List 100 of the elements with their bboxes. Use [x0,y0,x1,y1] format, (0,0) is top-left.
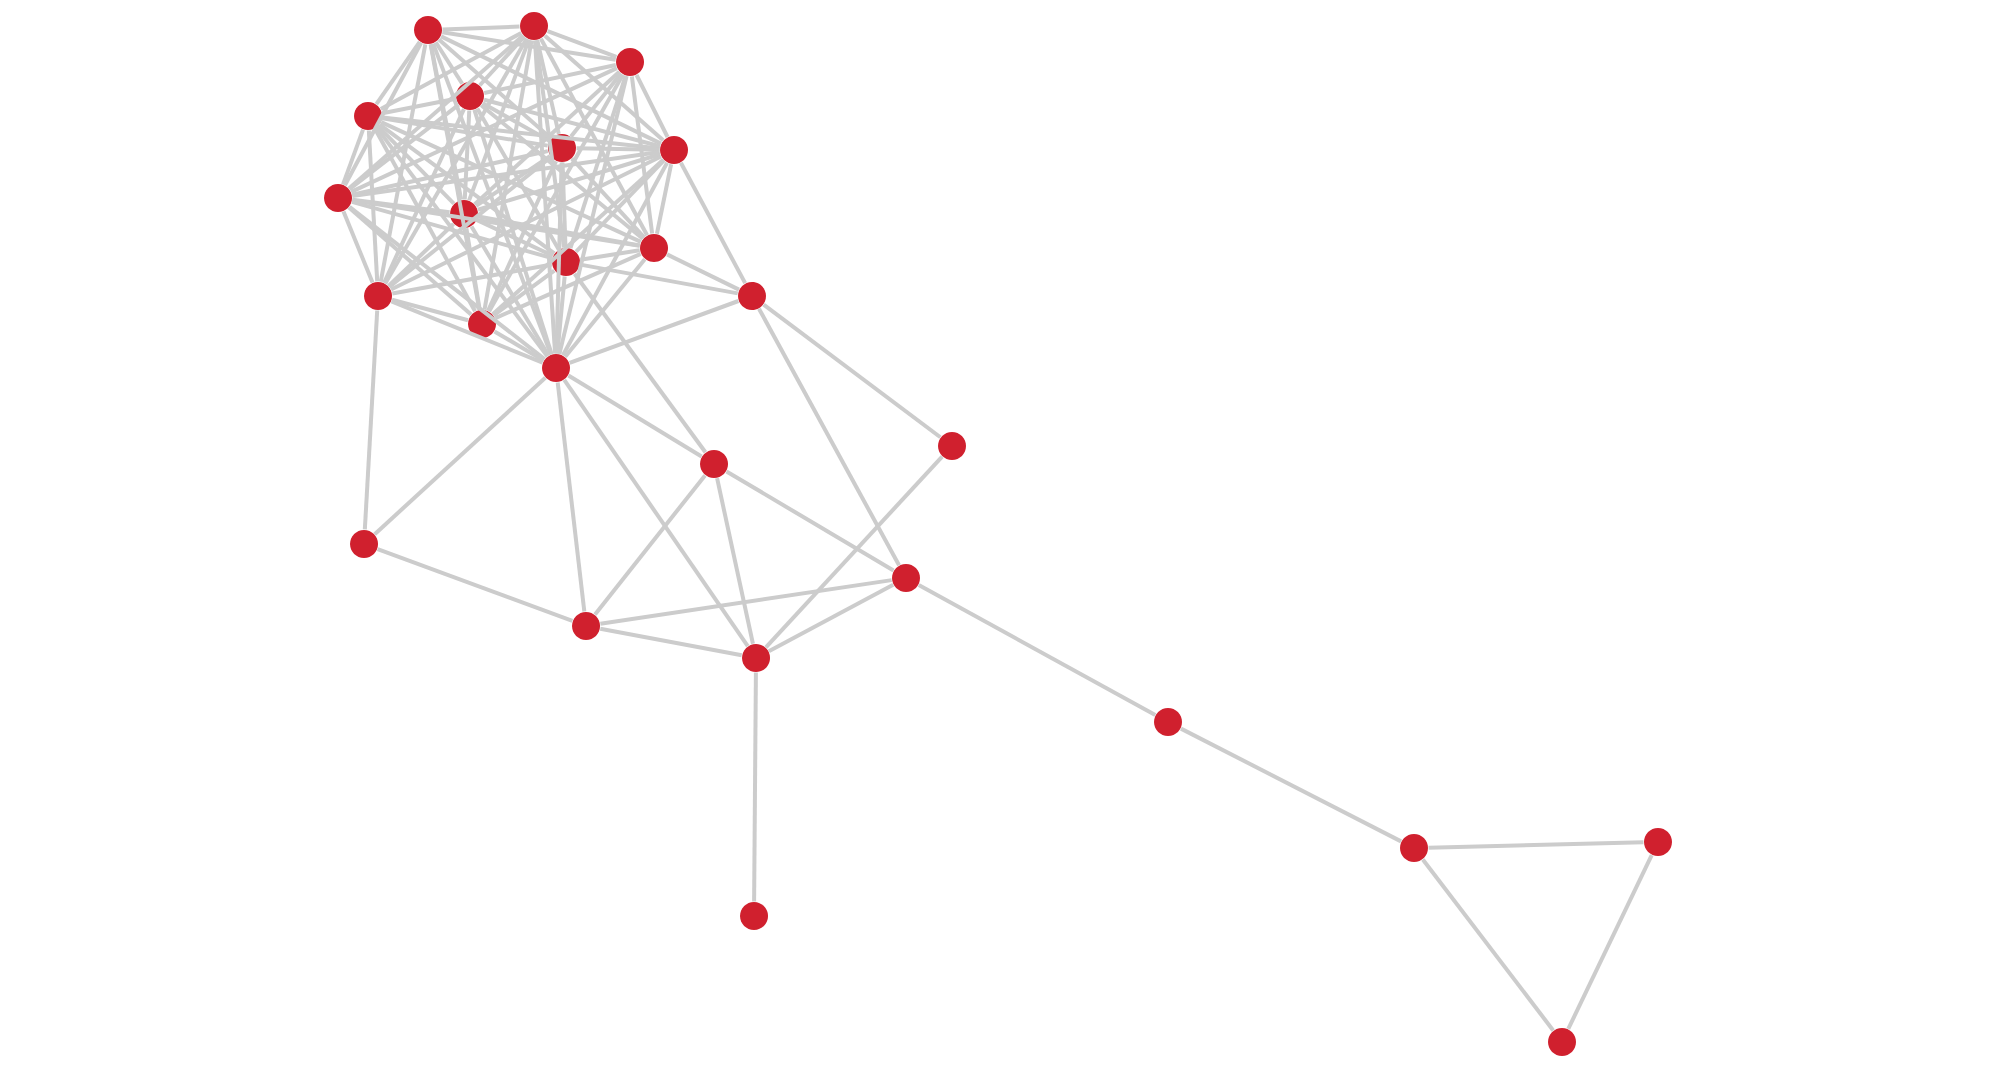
edge-line [568,299,740,365]
edge-line [373,376,547,536]
node-circle [640,234,668,262]
edge-line [600,578,892,626]
edge-line [474,154,552,208]
node-circle [468,310,496,338]
edge-line [381,96,457,116]
node-circle [740,902,768,930]
edge-line [375,126,549,358]
edge-line [440,34,662,146]
edge-line [387,222,455,288]
edge-line [462,110,472,200]
edge-line [476,218,554,258]
edge-line [442,30,616,62]
edge-line [492,269,556,317]
node-circle [1644,828,1672,856]
node-circle [456,82,484,110]
edge-line [715,477,755,645]
edge-line [383,37,529,285]
edge-line [376,124,456,205]
edge-line [341,128,365,186]
node-circle [552,248,580,276]
edge-line [569,72,623,138]
edge-line [351,149,549,197]
edge-line [1566,854,1654,1030]
edge-line [343,41,423,187]
edge-line [390,299,544,365]
edge-line [725,469,895,573]
node-circle [1154,708,1182,736]
edge-line [562,378,750,648]
edge-line [352,197,450,215]
edge-line [437,38,553,140]
edge-line [434,41,464,85]
edge-line [479,103,645,241]
edge-line [486,160,558,312]
edge-line [752,672,758,902]
node-circle [660,136,688,164]
edge-line [366,130,380,282]
edge-line [391,297,469,323]
edge-line [382,115,660,151]
edge-line [679,161,747,285]
edge-line [535,39,561,135]
edge-line [666,252,740,292]
edge-line [560,162,568,248]
edge-line [388,155,552,289]
edge-line [362,310,380,530]
edge-line [546,29,618,59]
edge-line [570,157,646,239]
edge-line [555,276,567,354]
edge-line [1180,726,1402,844]
edge-line [350,66,618,194]
edge-line [1421,858,1555,1032]
node-circle [700,450,728,478]
edge-line [382,108,466,284]
node-circle [350,530,378,558]
edge-line [469,225,551,357]
edge-line [428,43,482,311]
edge-line [555,382,587,612]
edge-line [534,40,567,248]
edge-line [482,39,534,311]
node-circle [572,612,600,640]
edge-line [557,75,629,355]
node-circle [450,200,478,228]
edge-line [391,262,553,296]
node-circle [1548,1028,1576,1056]
edge-line [483,63,617,95]
node-circle [892,564,920,592]
edge-line [382,116,548,148]
edge-line [477,214,641,248]
edge-line [473,70,621,206]
edge-line [373,127,477,313]
edge-line [347,34,525,190]
edge-line [431,42,553,356]
edge-line [478,35,526,87]
edge-line [390,154,662,292]
edge-line [593,474,707,616]
node-circle [364,282,392,310]
edge-line [493,329,545,363]
edge-line [599,626,743,658]
edge-line [481,101,551,143]
edge-line [347,206,473,316]
edge-line [568,75,628,249]
edge-line [442,24,520,32]
edge-line [629,76,655,234]
edge-line [477,152,661,212]
edge-line [580,248,640,262]
edge-line [757,307,901,567]
edge-line [539,37,649,237]
edge-line [374,40,422,106]
edge-line [472,109,554,355]
node-circle [542,354,570,382]
edge-line [573,272,708,454]
edge-line [762,303,942,439]
edge-line [563,258,647,358]
edge-line [348,205,546,361]
node-circle [742,644,770,672]
edge-line [579,262,739,296]
edge-line [352,198,640,248]
edge-line [475,107,561,251]
edge-line [376,547,574,623]
